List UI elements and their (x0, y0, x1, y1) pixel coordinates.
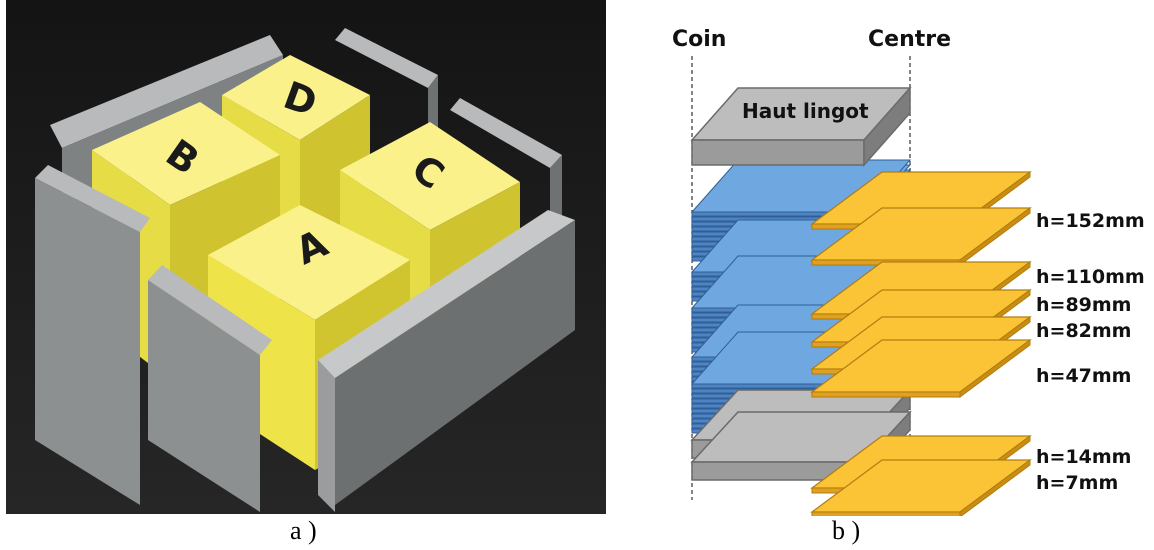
mold-wall-front-left (148, 265, 272, 512)
height-label-14: h=14mm (1036, 446, 1131, 468)
height-label-152: h=152mm (1036, 210, 1145, 232)
panel-b-illustration: Coin Centre Haut lingot h=152mm h=110mm … (672, 27, 1145, 516)
mold-wall-front-right (318, 210, 575, 512)
height-label-110: h=110mm (1036, 266, 1145, 288)
top-plate: Haut lingot (690, 86, 912, 167)
top-plate-label: Haut lingot (742, 99, 869, 123)
corner-label: Coin (672, 27, 726, 52)
yellow-plate (810, 339, 1032, 398)
height-label-89: h=89mm (1036, 294, 1131, 316)
caption-b: b ) (832, 516, 861, 545)
mold-wall-left (35, 165, 150, 505)
panel-a-illustration: D B C A (6, 0, 606, 514)
caption-a: a ) (290, 516, 317, 545)
center-label: Centre (868, 27, 951, 52)
height-label-7: h=7mm (1036, 472, 1118, 494)
yellow-plate (810, 459, 1032, 516)
height-label-47: h=47mm (1036, 365, 1131, 387)
yellow-sample-plates (810, 171, 1032, 516)
height-label-82: h=82mm (1036, 320, 1131, 342)
